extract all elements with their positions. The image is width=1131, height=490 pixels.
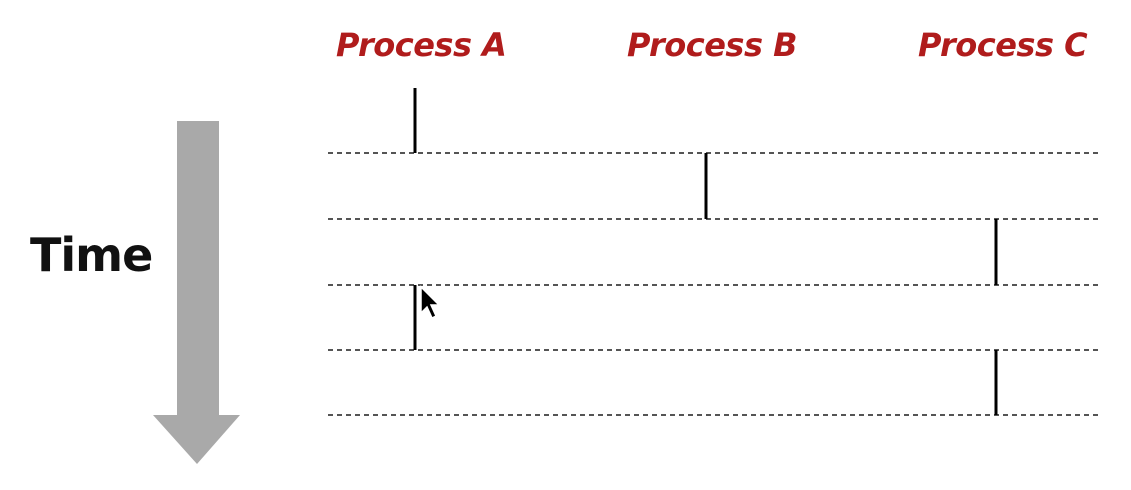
execution-bars <box>413 88 998 415</box>
time-label: Time <box>30 228 153 282</box>
time-arrow-icon <box>153 121 240 464</box>
time-slice-separators <box>328 152 1100 416</box>
mouse-pointer-icon <box>420 285 441 320</box>
process-c-label: Process C <box>918 26 1088 64</box>
process-a-label: Process A <box>336 26 507 64</box>
process-b-label: Process B <box>627 26 798 64</box>
